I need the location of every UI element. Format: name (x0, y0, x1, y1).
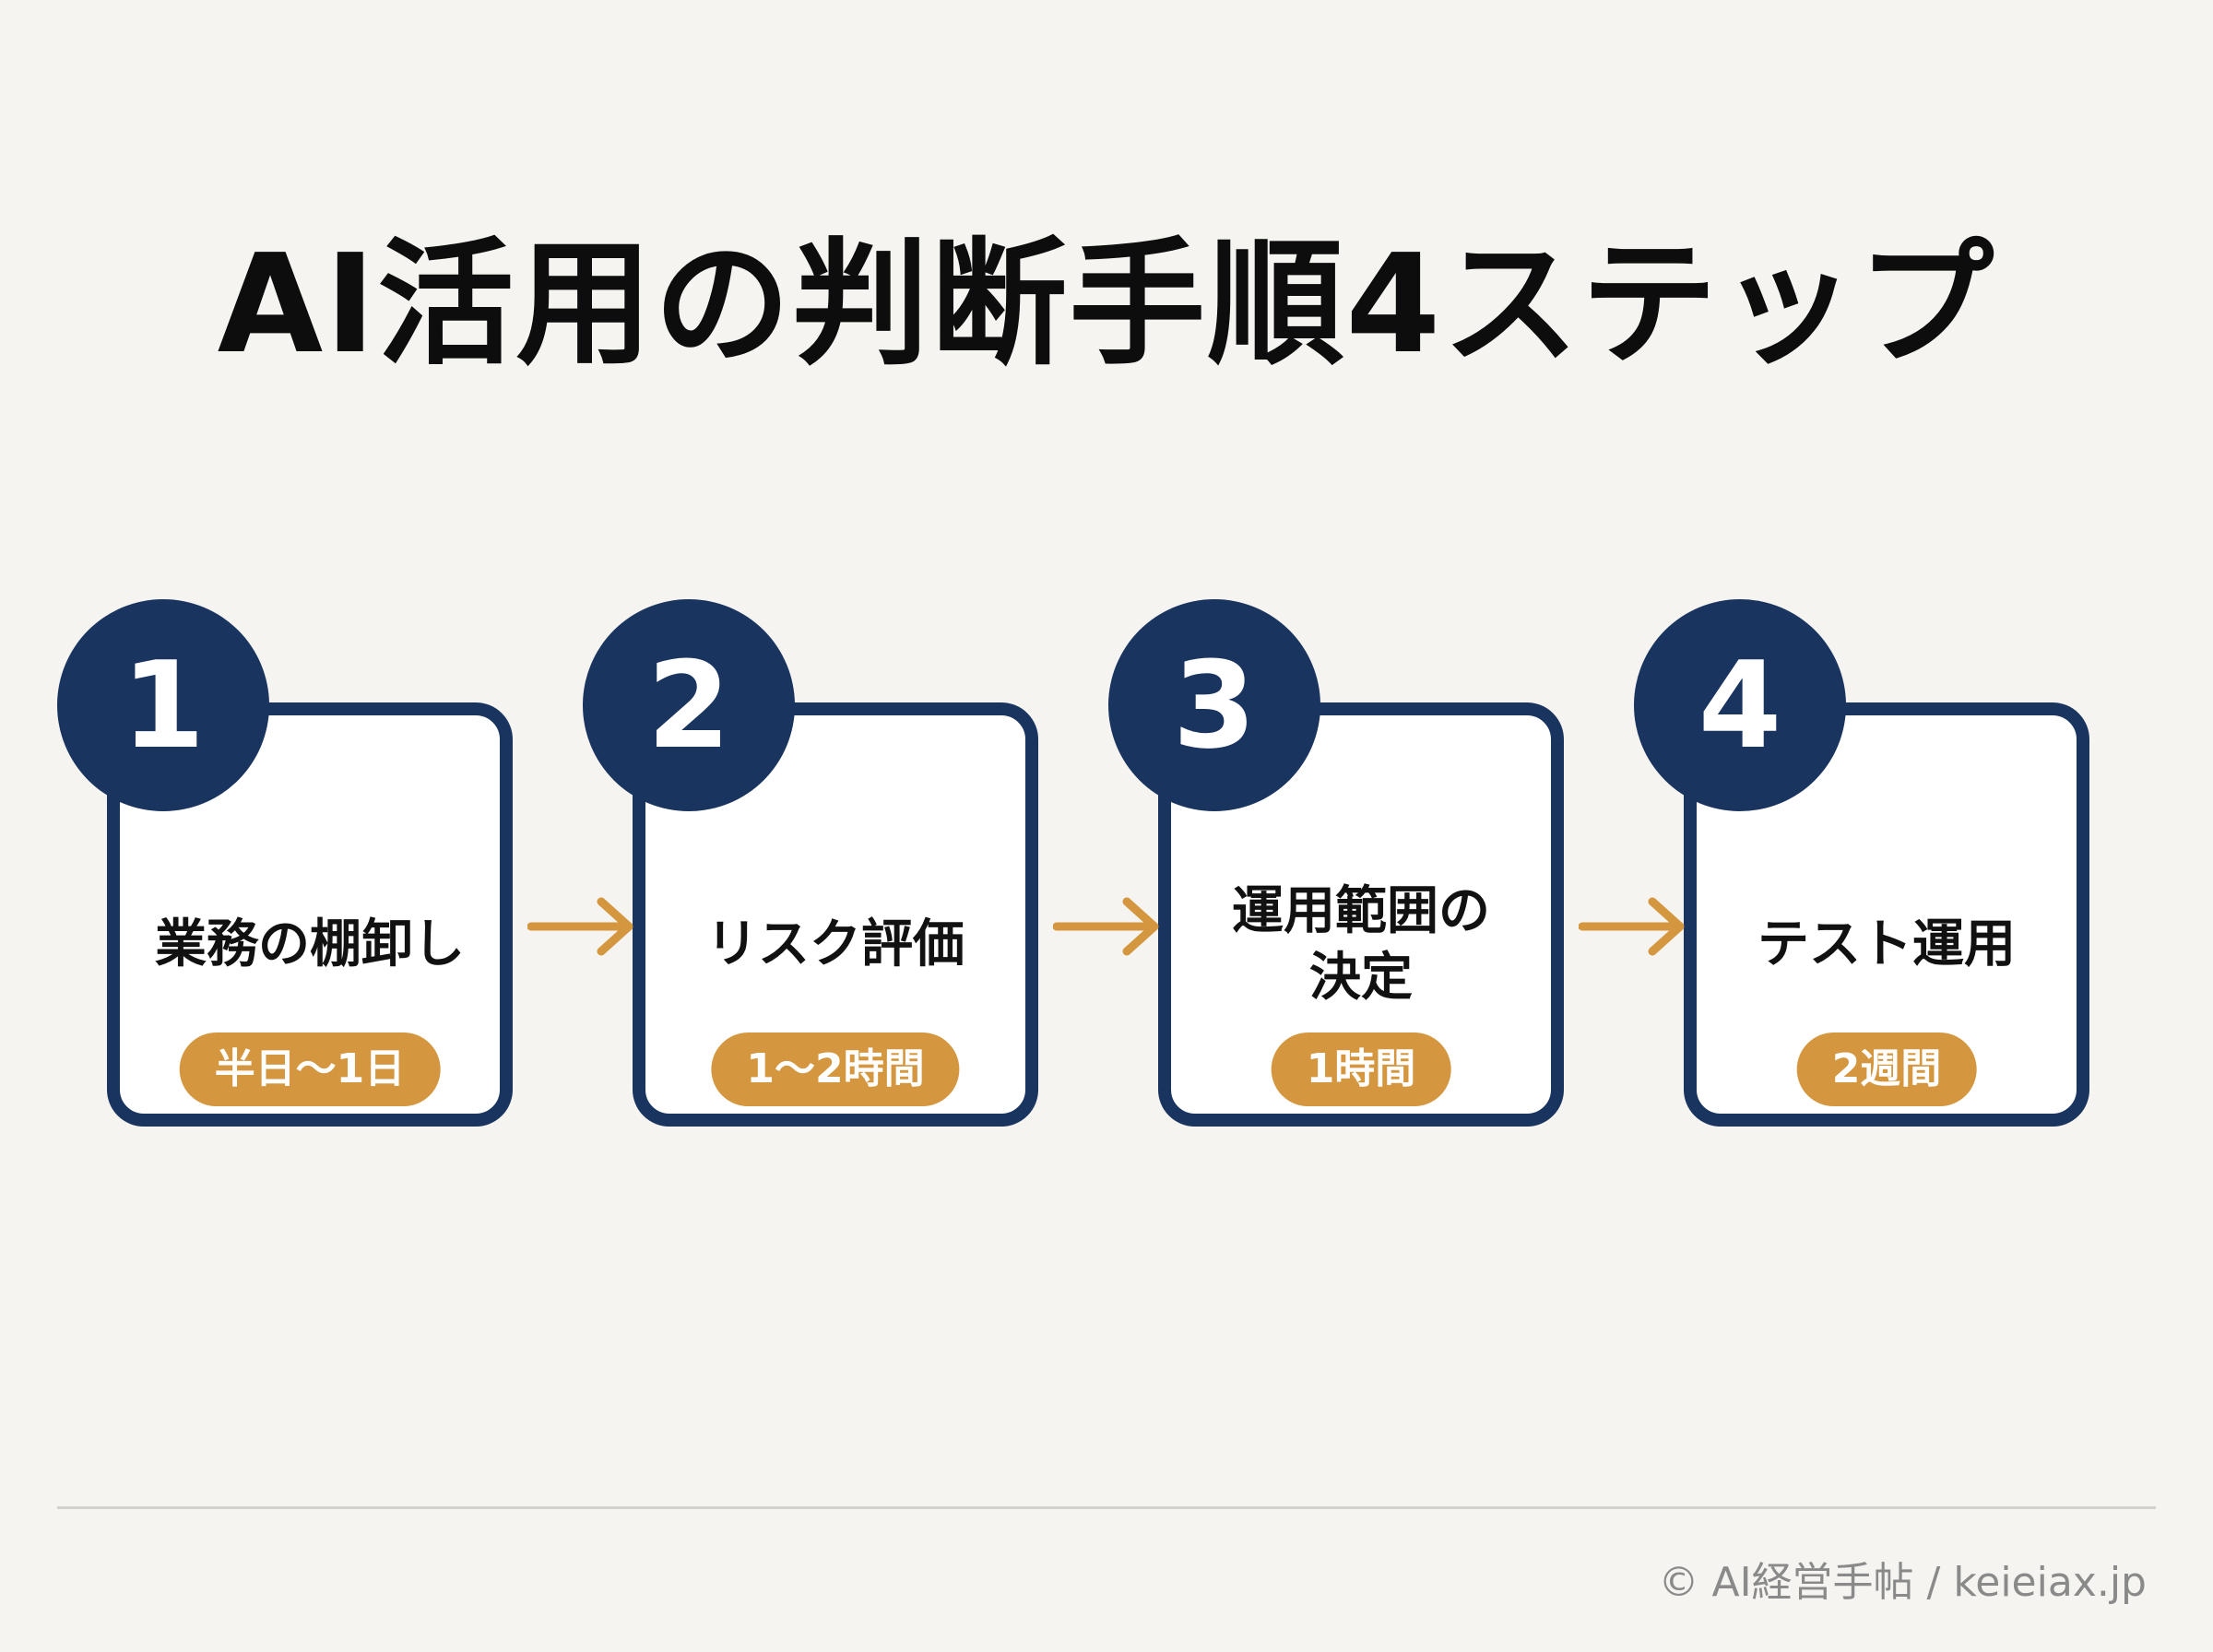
step-label: リスク評価 (706, 914, 964, 974)
page-title: AI活用の判断手順4ステップ (217, 225, 1996, 384)
step-number-badge: 4 (1634, 599, 1846, 811)
step-2: 2 リスク評価 1〜2時間 (583, 599, 1038, 1162)
step-number-badge: 3 (1108, 599, 1320, 811)
step-number-badge: 1 (57, 599, 269, 811)
footer-divider (57, 1506, 2156, 1509)
step-4: 4 テスト運用 2週間 (1634, 599, 2089, 1162)
duration-badge: 2週間 (1796, 1032, 1977, 1106)
step-label: 業務の棚卸し (155, 914, 465, 974)
arrow-right-icon (527, 897, 633, 956)
duration-badge: 半日〜1日 (179, 1032, 441, 1106)
step-label: 運用範囲の 決定 (1232, 881, 1490, 1008)
step-3: 3 運用範囲の 決定 1時間 (1108, 599, 1564, 1162)
step-number-badge: 2 (583, 599, 795, 811)
arrow-right-icon (1579, 897, 1685, 956)
arrow-right-icon (1053, 897, 1159, 956)
duration-badge: 1時間 (1271, 1032, 1451, 1106)
copyright-footer: © AI経営手帖 / keieiax.jp (1658, 1559, 2147, 1606)
step-label: テスト運用 (1757, 914, 2016, 974)
step-1: 1 業務の棚卸し 半日〜1日 (57, 599, 513, 1162)
duration-badge: 1〜2時間 (711, 1032, 960, 1106)
